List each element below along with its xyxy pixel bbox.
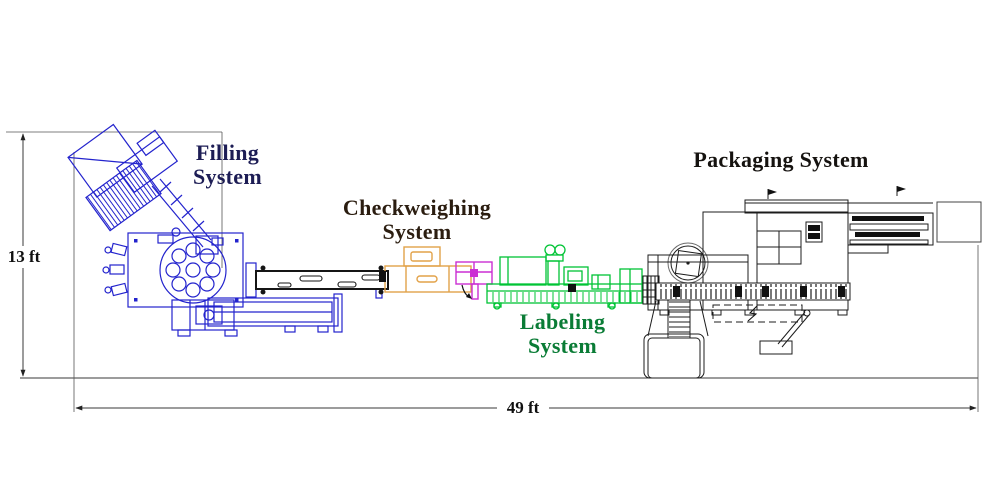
labeling-system-drawing [486,244,644,310]
labeling-system-label: Labeling System [519,309,606,358]
outfeed-box [936,201,982,243]
length-dimension-label: 49 ft [506,398,540,417]
filling-system-drawing [67,123,384,337]
checkweighing-system-label: Checkweighing System [342,195,492,244]
height-dimension-label: 13 ft [7,247,41,266]
packaging-system-label: Packaging System [693,147,869,172]
packaging-system-drawing [643,186,982,379]
filling-system-label: Filling System [192,140,262,189]
checkweigher-infeed-cap [379,271,386,282]
checkweighing-system-drawing [379,246,472,293]
lightning-symbol [747,305,758,322]
transfer-conveyor-drawing [255,265,389,295]
reject-station-drawing [455,261,493,300]
dimension-lines [6,131,979,412]
